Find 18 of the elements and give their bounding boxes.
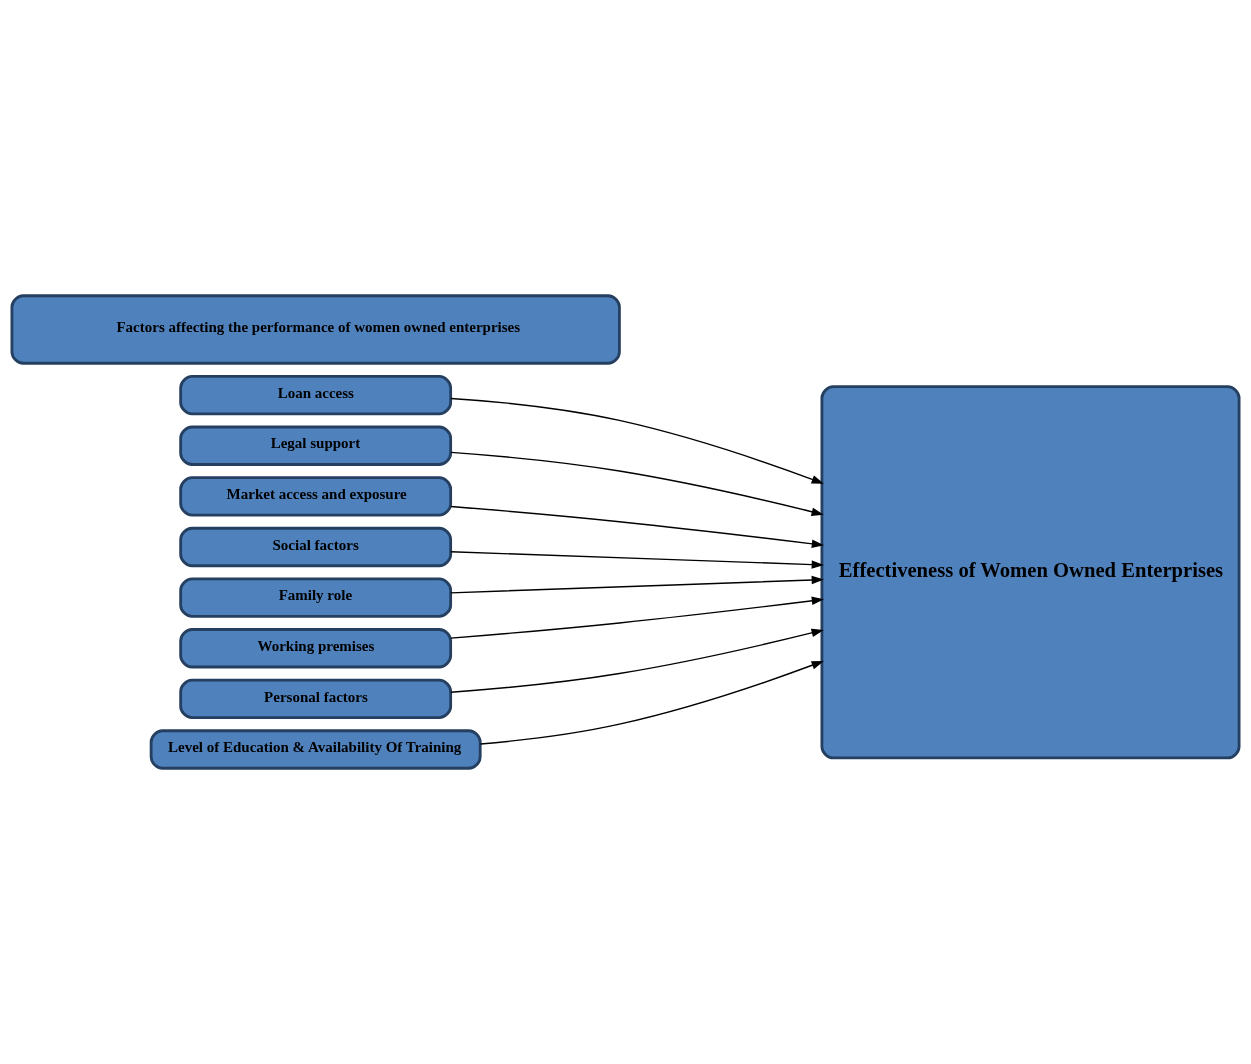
arrow (450, 551, 824, 569)
node-box: Working premises (179, 628, 453, 669)
node-box: Social factors (179, 526, 453, 568)
node-box: Factors affecting the performance of women owned enterprises (10, 294, 621, 365)
node-box: Level of Education & Availability Of Training (149, 729, 482, 770)
arrow (450, 397, 824, 484)
node-box: Family role (179, 577, 453, 618)
arrow (450, 451, 824, 516)
node-box: Legal support (179, 425, 453, 466)
arrow (450, 575, 824, 594)
arrow (450, 596, 824, 639)
arrow (450, 628, 824, 693)
arrow (450, 505, 824, 549)
node-box: Personal factors (179, 678, 453, 720)
node-box: Loan access (179, 374, 453, 416)
arrow (479, 660, 824, 745)
node-box: Market access and exposure (179, 476, 453, 517)
node-box: Effectiveness of Women Owned Enterprises (820, 385, 1241, 760)
